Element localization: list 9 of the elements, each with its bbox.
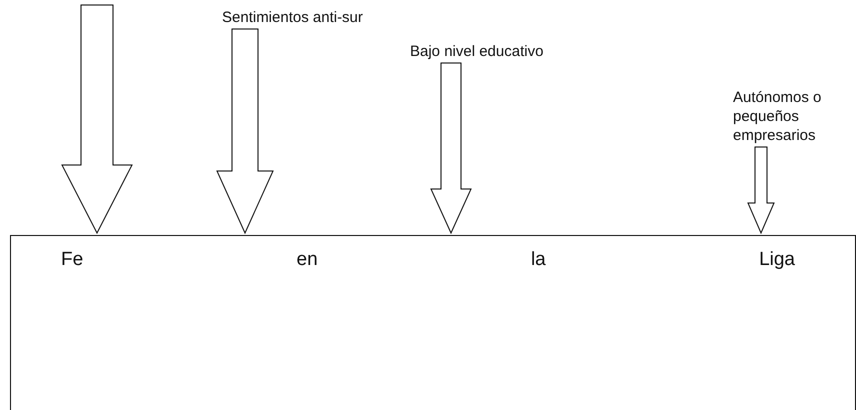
- frame-box: [10, 235, 856, 410]
- block-arrow: [747, 146, 775, 234]
- frame-text: Fe en la Liga: [61, 248, 795, 272]
- factor-label: Bajo nivel educativo: [410, 42, 610, 61]
- block-arrow: [430, 62, 472, 234]
- factor-label: Autónomos o pequeños empresarios: [733, 88, 856, 145]
- factor-label: Sentimientos anti-sur: [222, 8, 422, 27]
- block-arrow: [216, 28, 274, 234]
- block-arrow: [61, 4, 133, 234]
